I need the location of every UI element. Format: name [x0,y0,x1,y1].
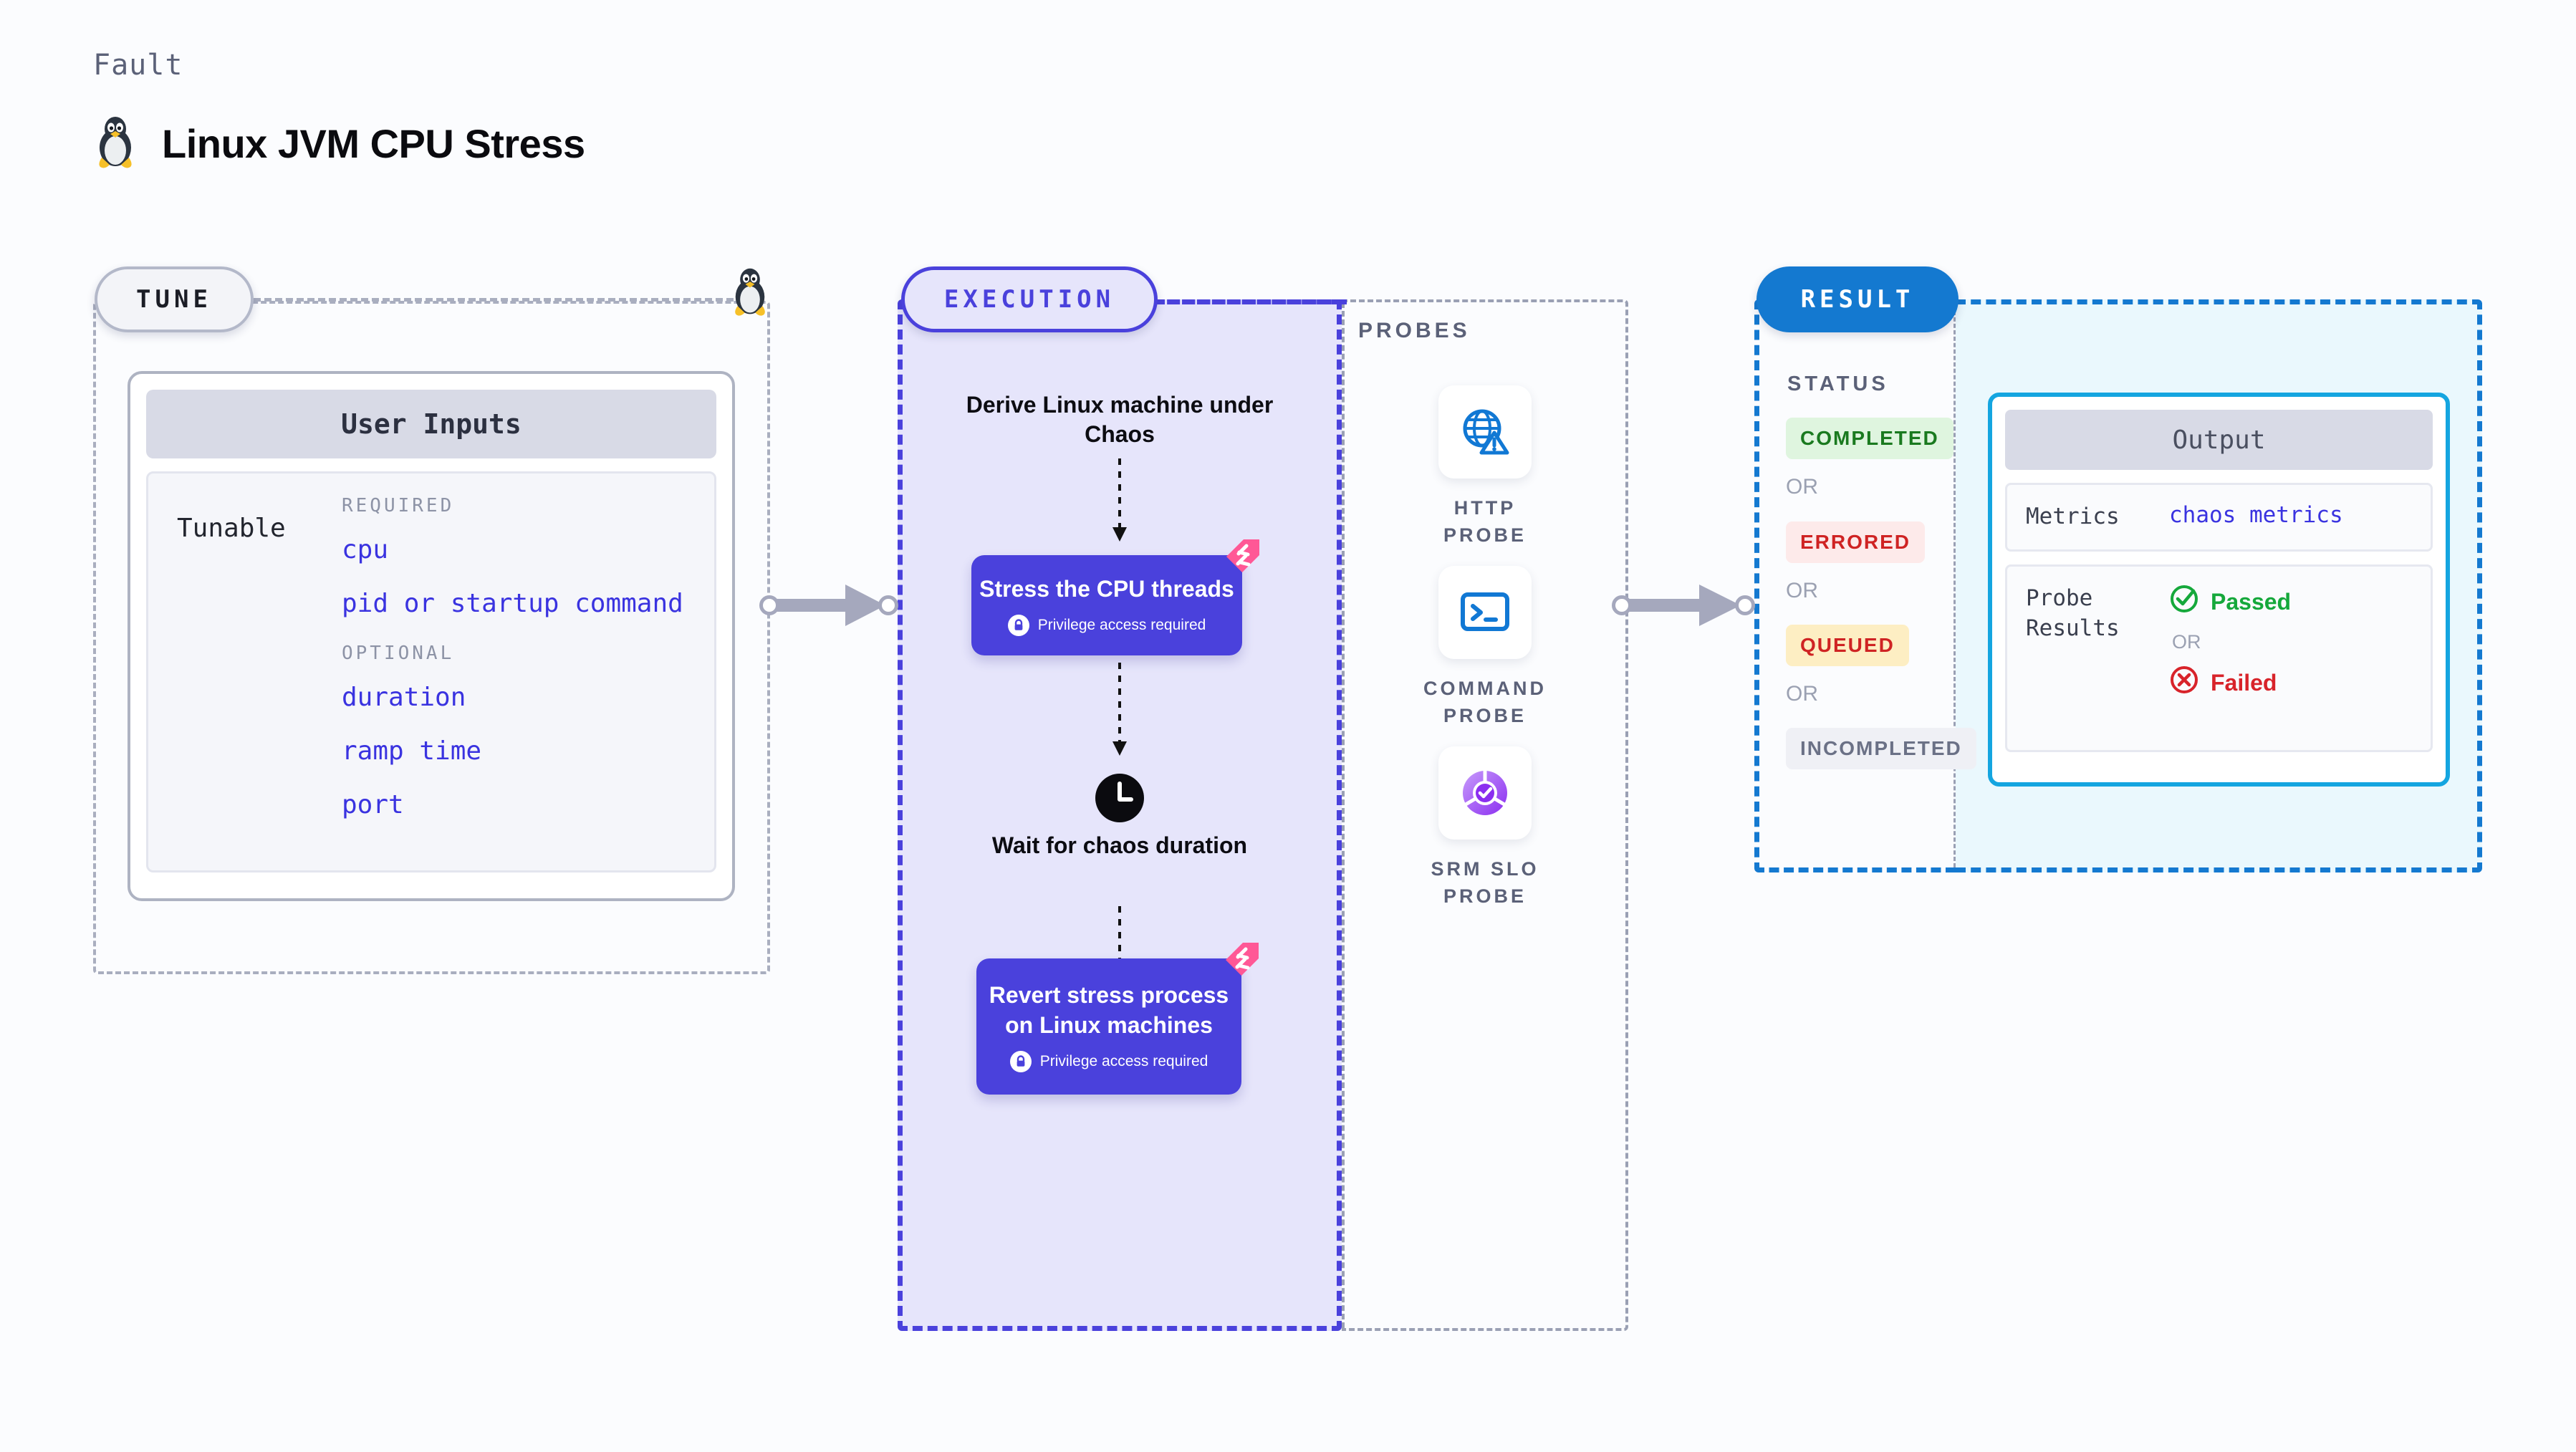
globe-warning-icon [1438,385,1532,479]
linux-penguin-corner-icon [729,266,771,320]
clock-icon [1094,772,1145,827]
step-stress-cpu-privilege: Privilege access required [1007,614,1206,636]
step-stress-cpu-threads[interactable]: Stress the CPU threads Privilege access … [971,539,1259,655]
step-stress-cpu-threads-title: Stress the CPU threads [979,576,1234,602]
output-key-probe-results: Probe Results [2026,585,2120,641]
connector-endpoint-right [1735,595,1755,615]
derive-machine-step: Derive Linux machine under Chaos [966,392,1274,447]
tunable-item-cpu[interactable]: cpu [342,535,389,564]
status-caption: STATUS [1787,372,1889,395]
probe-result-failed-label: Failed [2211,669,2277,696]
step-revert-stress-process[interactable]: Revert stress process on Linux machines … [976,943,1259,1095]
user-inputs-header: User Inputs [146,390,716,458]
step-stress-cpu-privilege-text: Privilege access required [1037,616,1206,633]
tunable-label: Tunable [177,514,286,543]
probe-srm-slo-label: SRM SLO PROBE [1431,858,1539,908]
output-header: Output [2005,410,2433,470]
flow-arrow-1 [1109,458,1130,547]
step-revert-title: Revert stress process on Linux machines [989,982,1229,1038]
probe-srm-slo[interactable]: SRM SLO PROBE [1413,746,1557,910]
connector-endpoint-left [759,595,779,615]
user-inputs-body: Tunable REQUIRED cpu pid or startup comm… [146,471,716,872]
result-status-panel [1754,299,1956,872]
page-title-text: Linux JVM CPU Stress [162,121,585,166]
step-revert-privilege: Privilege access required [1009,1050,1208,1072]
status-or-2: OR [1786,579,1818,602]
probes-caption: PROBES [1358,319,1471,342]
output-value-metrics[interactable]: chaos metrics [2169,502,2343,528]
tunable-groups: REQUIRED cpu pid or startup command OPTI… [342,495,714,870]
user-inputs-card: User Inputs Tunable REQUIRED cpu pid or … [128,371,735,901]
connector-endpoint-right [878,595,898,615]
tunable-item-port[interactable]: port [342,790,404,819]
output-row-metrics: Metrics chaos metrics [2005,483,2433,552]
probe-http[interactable]: HTTP PROBE [1413,385,1557,549]
execution-connector-dash [1155,299,1347,304]
slo-donut-check-icon [1438,746,1532,840]
step-revert-privilege-text: Privilege access required [1039,1052,1208,1069]
status-badge-errored: ERRORED [1786,521,1926,563]
harness-logo-icon [1222,535,1262,579]
fault-eyebrow: Fault [93,49,183,82]
execution-pill[interactable]: EXECUTION [901,266,1158,332]
page-title: Linux JVM CPU Stress [93,115,585,173]
tune-panel [93,301,770,974]
status-badge-queued: QUEUED [1786,625,1909,666]
status-or-3: OR [1786,682,1818,706]
tunable-item-ramp-time[interactable]: ramp time [342,736,482,766]
probe-command[interactable]: COMMAND PROBE [1413,566,1557,730]
output-key-metrics: Metrics [2026,504,2120,529]
probe-command-label: COMMAND PROBE [1423,678,1547,727]
check-circle-icon [2169,584,2199,620]
connector-arrow-probes-to-result [1612,573,1766,641]
probe-result-or: OR [2172,631,2201,653]
group-title-optional: OPTIONAL [342,643,455,664]
x-circle-icon [2169,665,2199,701]
flow-arrow-2 [1109,663,1130,761]
lock-icon [1009,1050,1032,1072]
linux-penguin-icon [93,115,138,173]
group-title-required: REQUIRED [342,495,455,516]
lock-icon [1007,614,1029,636]
status-badge-incompleted: INCOMPLETED [1786,728,1976,769]
terminal-icon [1438,566,1532,659]
output-card: Output Metrics chaos metrics Probe Resul… [1988,393,2450,787]
tune-pill[interactable]: TUNE [95,266,254,332]
tune-connector-dash [254,298,755,302]
status-or-1: OR [1786,475,1818,499]
probe-result-failed: Failed [2169,665,2291,701]
wait-for-chaos-duration-step: Wait for chaos duration [991,832,1248,858]
probe-result-passed-label: Passed [2211,588,2292,615]
tunable-item-pid[interactable]: pid or startup command [342,589,683,618]
probe-http-label: HTTP PROBE [1443,497,1527,547]
tunable-item-duration[interactable]: duration [342,683,466,712]
result-pill[interactable]: RESULT [1756,266,1959,332]
probe-result-passed: Passed [2169,584,2291,620]
connector-arrow-tune-to-execution [759,573,910,641]
status-badge-completed: COMPLETED [1786,418,1953,459]
probe-results-values: Passed OR Failed [2169,584,2291,701]
harness-logo-icon [1221,938,1261,982]
output-row-probe-results: Probe Results Passed OR [2005,564,2433,752]
connector-endpoint-left [1612,595,1632,615]
